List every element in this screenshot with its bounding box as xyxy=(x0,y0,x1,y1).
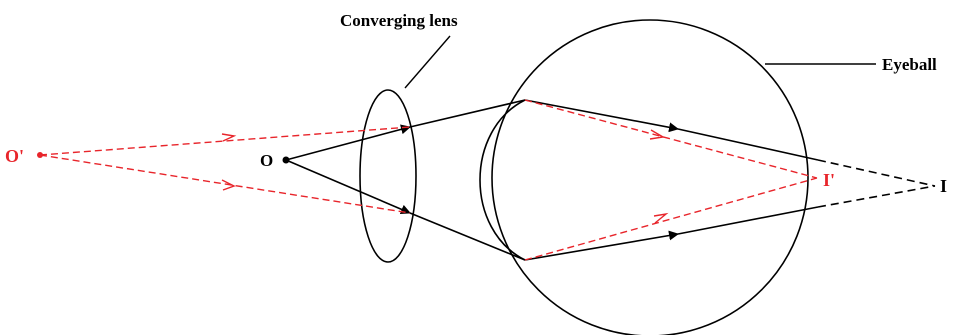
lens-label: Converging lens xyxy=(340,11,458,30)
red-arrow-top-outside xyxy=(221,133,237,142)
eyeball-outline xyxy=(491,19,809,335)
red-ray-top-outside xyxy=(39,126,411,156)
ray-eye-top-dashed xyxy=(817,159,936,187)
red-rays-group xyxy=(39,99,818,261)
ray-eye-top-solid xyxy=(677,128,819,161)
ray-o-to-lens-bottom xyxy=(285,159,411,215)
ray-eye-top-arrow xyxy=(524,99,679,133)
lens-leader-line xyxy=(404,35,451,89)
red-arrow-bottom-inside xyxy=(653,212,669,224)
image-uncorrected-label: I xyxy=(940,176,947,196)
object-near-label: O xyxy=(260,151,273,170)
ray-eye-bottom-solid xyxy=(677,206,819,235)
ray-lens-bottom-to-eye xyxy=(409,212,526,261)
eyeball-label: Eyeball xyxy=(882,55,937,74)
object-far-dot xyxy=(37,152,43,158)
ray-eye-bottom-dashed xyxy=(817,185,936,208)
red-ray-bottom-inside xyxy=(524,177,818,261)
converging-lens xyxy=(359,89,417,263)
object-far-label: O' xyxy=(5,146,24,166)
ray-lens-top-to-eye xyxy=(409,99,526,128)
red-arrow-top-inside xyxy=(649,129,666,140)
red-ray-top-inside xyxy=(524,99,818,179)
ray-eye-bottom-arrow xyxy=(524,230,679,261)
object-near-dot xyxy=(282,156,290,164)
eye-lens-bulge xyxy=(479,99,526,261)
image-corrected-label: I' xyxy=(823,170,835,190)
red-arrow-bottom-outside xyxy=(221,179,236,191)
red-ray-bottom-outside xyxy=(39,154,411,214)
ray-o-to-lens-top xyxy=(285,124,411,161)
